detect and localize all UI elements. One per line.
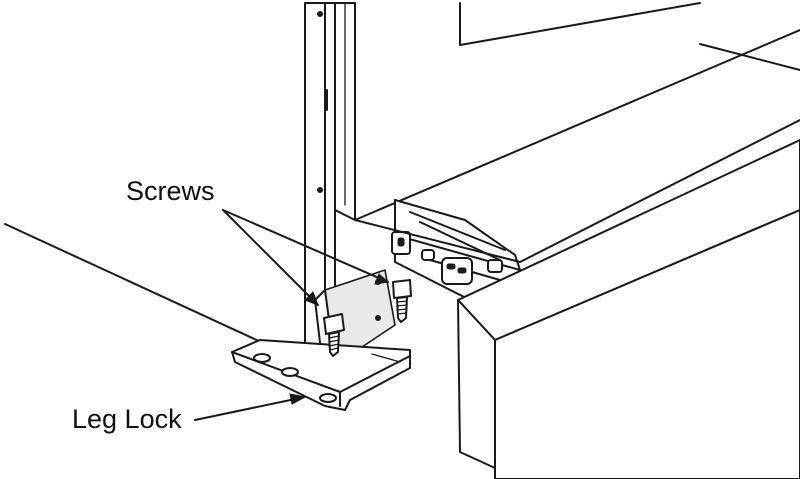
floor-edge bbox=[4, 223, 301, 361]
screws-leader-arrows bbox=[222, 209, 390, 306]
leg-column bbox=[304, 2, 356, 386]
right-screw bbox=[392, 279, 412, 323]
leg-lock-label: Leg Lock bbox=[72, 404, 182, 434]
drawer-front bbox=[354, 119, 800, 479]
screws-label: Screws bbox=[126, 176, 215, 206]
leg-lock-base bbox=[231, 339, 411, 411]
leg-lock-leader-arrow bbox=[194, 393, 307, 421]
left-screw bbox=[323, 313, 345, 357]
